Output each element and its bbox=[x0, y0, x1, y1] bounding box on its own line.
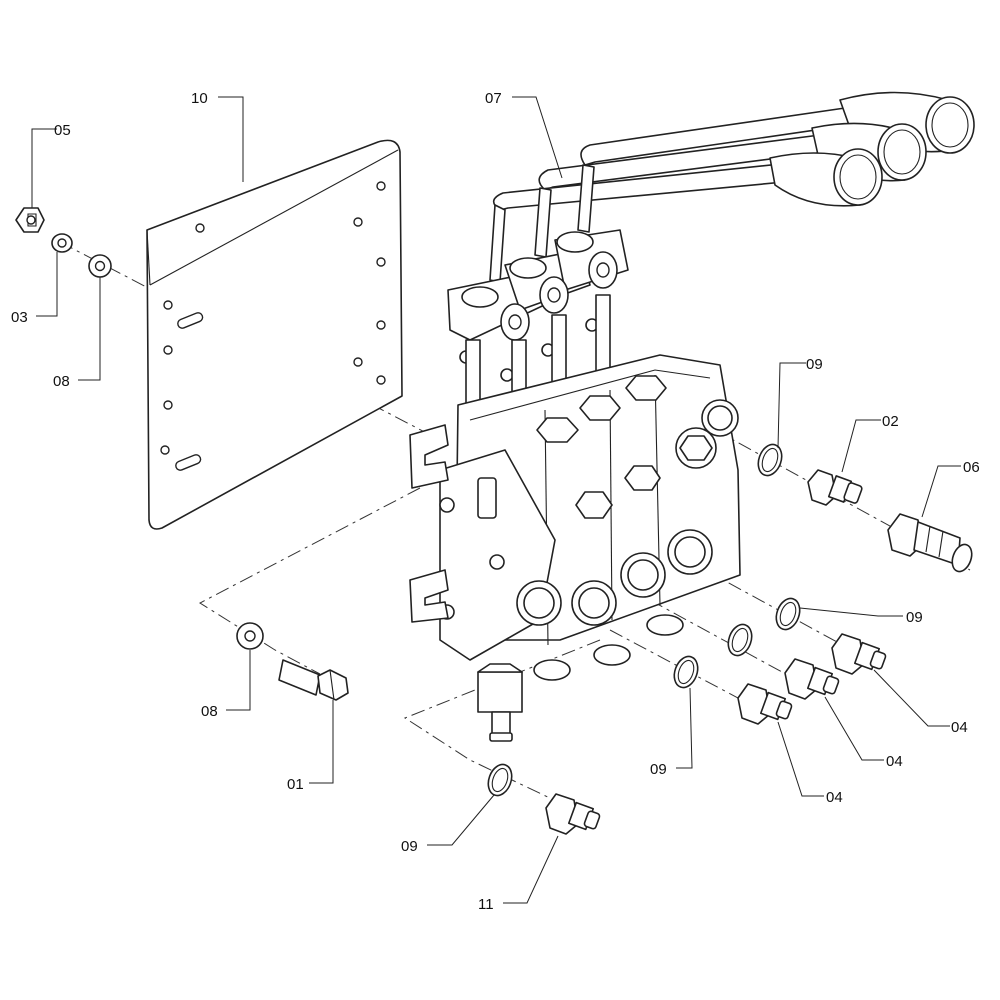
callout-11: 11 bbox=[478, 896, 494, 913]
flat-washer-lower bbox=[236, 622, 264, 650]
callout-08-lower: 08 bbox=[201, 703, 218, 720]
straight-adapter bbox=[807, 469, 863, 506]
bottom-port-adapter bbox=[545, 793, 601, 835]
callout-09-upper: 09 bbox=[806, 356, 823, 373]
callout-09-right: 09 bbox=[906, 609, 923, 626]
callout-04-bottom: 04 bbox=[826, 789, 843, 806]
hex-nut bbox=[15, 207, 45, 233]
callout-10: 10 bbox=[191, 90, 208, 107]
callout-01: 01 bbox=[287, 776, 304, 793]
callout-09-middle: 09 bbox=[650, 761, 667, 778]
callout-03: 03 bbox=[11, 309, 28, 326]
callout-05: 05 bbox=[54, 122, 71, 139]
callout-06: 06 bbox=[963, 459, 980, 476]
callout-labels: 10 05 03 08 07 09 02 06 09 04 04 04 09 0… bbox=[11, 90, 980, 913]
callout-02: 02 bbox=[882, 413, 899, 430]
mounting-bracket bbox=[146, 139, 403, 530]
callout-04-top: 04 bbox=[951, 719, 968, 736]
port-adapters bbox=[737, 633, 887, 725]
bolt bbox=[278, 659, 349, 701]
callout-07: 07 bbox=[485, 90, 502, 107]
control-levers bbox=[489, 91, 975, 283]
leader-lines bbox=[31, 96, 961, 904]
lock-washer bbox=[51, 233, 73, 253]
flat-washer-upper bbox=[88, 254, 112, 278]
hose-barb-fitting bbox=[887, 513, 973, 573]
callout-08-upper: 08 bbox=[53, 373, 70, 390]
callout-04-middle: 04 bbox=[886, 753, 903, 770]
o-rings bbox=[487, 443, 801, 797]
control-valve-body bbox=[409, 229, 741, 742]
callout-09-bottom: 09 bbox=[401, 838, 418, 855]
